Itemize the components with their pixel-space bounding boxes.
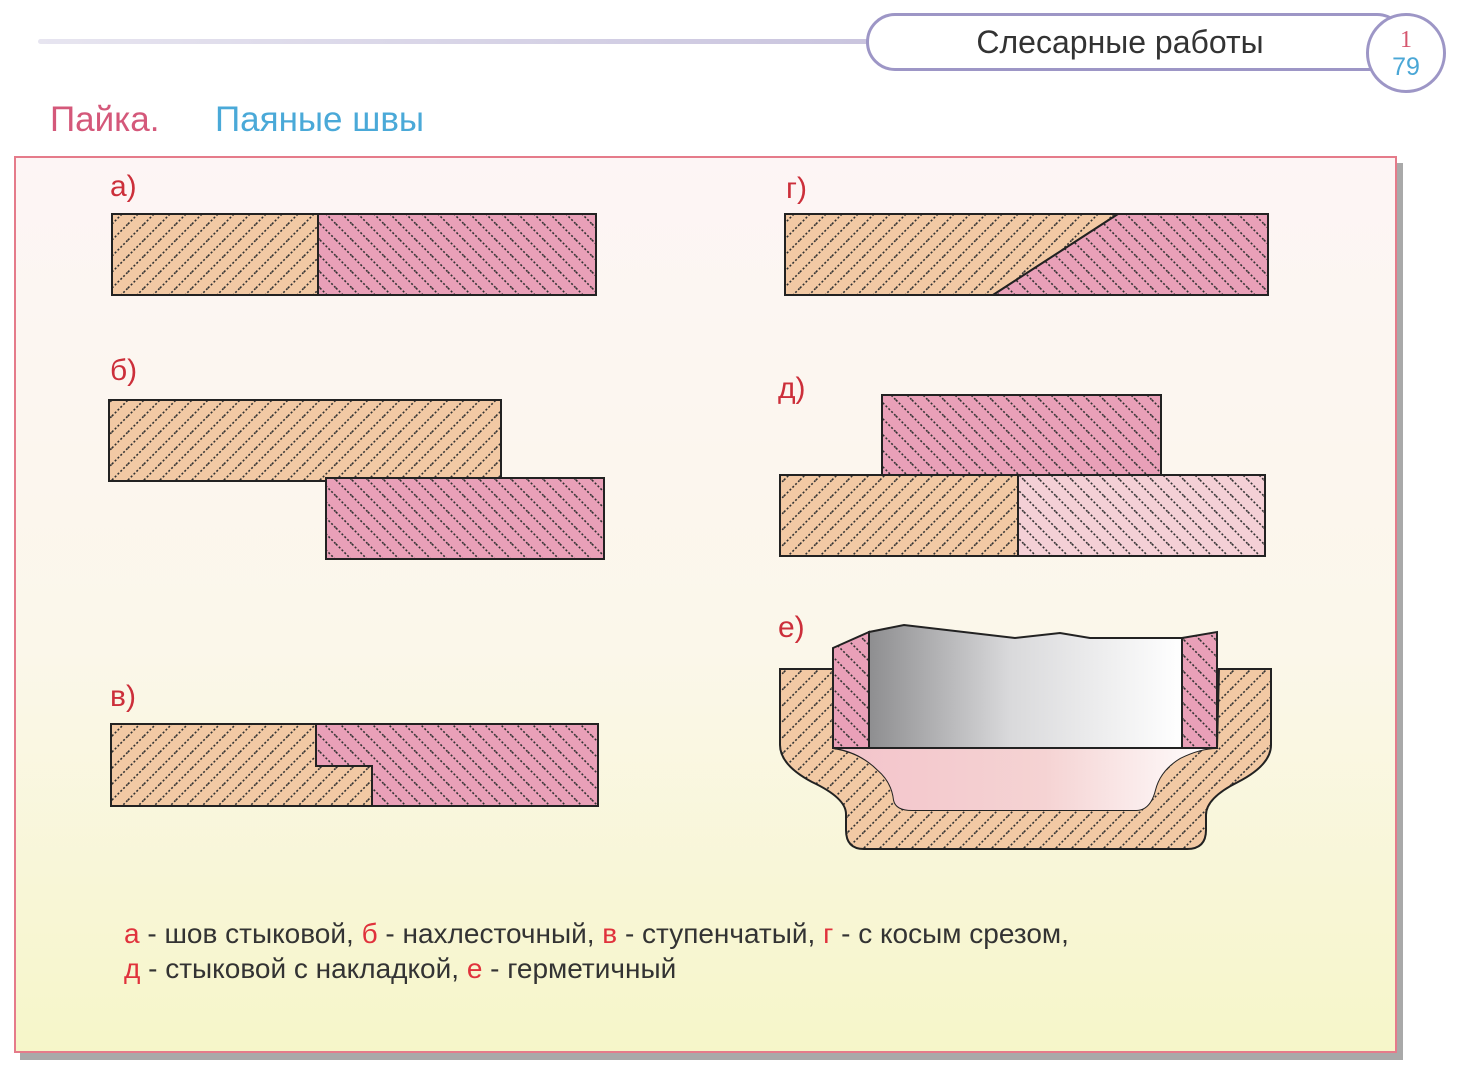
header-pill (866, 13, 1406, 71)
figure-e-hermetic-seam (779, 623, 1272, 850)
caption-key-d: д (124, 953, 141, 984)
caption-line-1: а - шов стыковой, б - нахлесточный, в - … (124, 916, 1274, 951)
caption-key-g: г (823, 918, 834, 949)
caption-text-v: - ступенчатый, (617, 918, 824, 949)
figure-label-b: б) (110, 354, 138, 387)
figure-g-scarf-seam (784, 213, 1269, 296)
figure-label-d: д) (778, 372, 806, 405)
figure-b-bottom-part (325, 477, 605, 560)
figure-label-e: е) (778, 611, 805, 644)
caption-text-d: - стыковой с накладкой, (140, 953, 467, 984)
figure-d-cover-plate (881, 394, 1162, 476)
figure-a-right-part (317, 213, 597, 296)
page-title-solder-seams: Паяные швы (215, 100, 425, 139)
caption-text-e: - герметичный (482, 953, 677, 984)
figure-b-lap-seam (108, 399, 605, 560)
section-title: Слесарные работы (976, 24, 1264, 60)
page-badge: 1 79 (1366, 13, 1446, 93)
figure-v-stepped-seam (110, 723, 599, 807)
figure-label-a: а) (110, 170, 137, 203)
figure-label-g: г) (786, 172, 807, 205)
figure-g-left-part (784, 213, 1122, 296)
figure-d-right-part (1017, 474, 1266, 557)
figure-e-insert (868, 623, 1183, 749)
figure-d-strap-seam (779, 394, 1266, 557)
figure-d-left-part (779, 474, 1019, 557)
caption-text-b: - нахлесточный, (377, 918, 603, 949)
figure-e-right-seal (1181, 630, 1218, 749)
figure-g-right-part (989, 213, 1269, 296)
figure-v-left-part (110, 723, 373, 807)
header-rule (38, 39, 878, 44)
figure-v-right-part (315, 723, 599, 807)
page-title-soldering: Пайка. (50, 100, 160, 139)
figure-e-cavity (835, 748, 1217, 810)
caption-text-a: - шов стыковой, (139, 918, 362, 949)
content-panel (14, 156, 1397, 1053)
figure-b-top-part (108, 399, 502, 482)
diagram-caption: а - шов стыковой, б - нахлесточный, в - … (124, 916, 1274, 986)
caption-key-b: б (361, 918, 378, 949)
caption-key-a: а (124, 918, 140, 949)
figure-a-butt-seam (111, 213, 597, 296)
figure-a-left-part (111, 213, 319, 296)
figure-e-left-seal (832, 630, 870, 749)
figure-label-v: в) (110, 680, 136, 713)
caption-text-g: - с косым срезом, (833, 918, 1069, 949)
page-number: 79 (1392, 53, 1420, 81)
caption-key-v: в (602, 918, 618, 949)
caption-line-2: д - стыковой с накладкой, е - герметичны… (124, 951, 1274, 986)
chapter-number: 1 (1400, 27, 1412, 53)
caption-key-e: е (466, 953, 483, 984)
